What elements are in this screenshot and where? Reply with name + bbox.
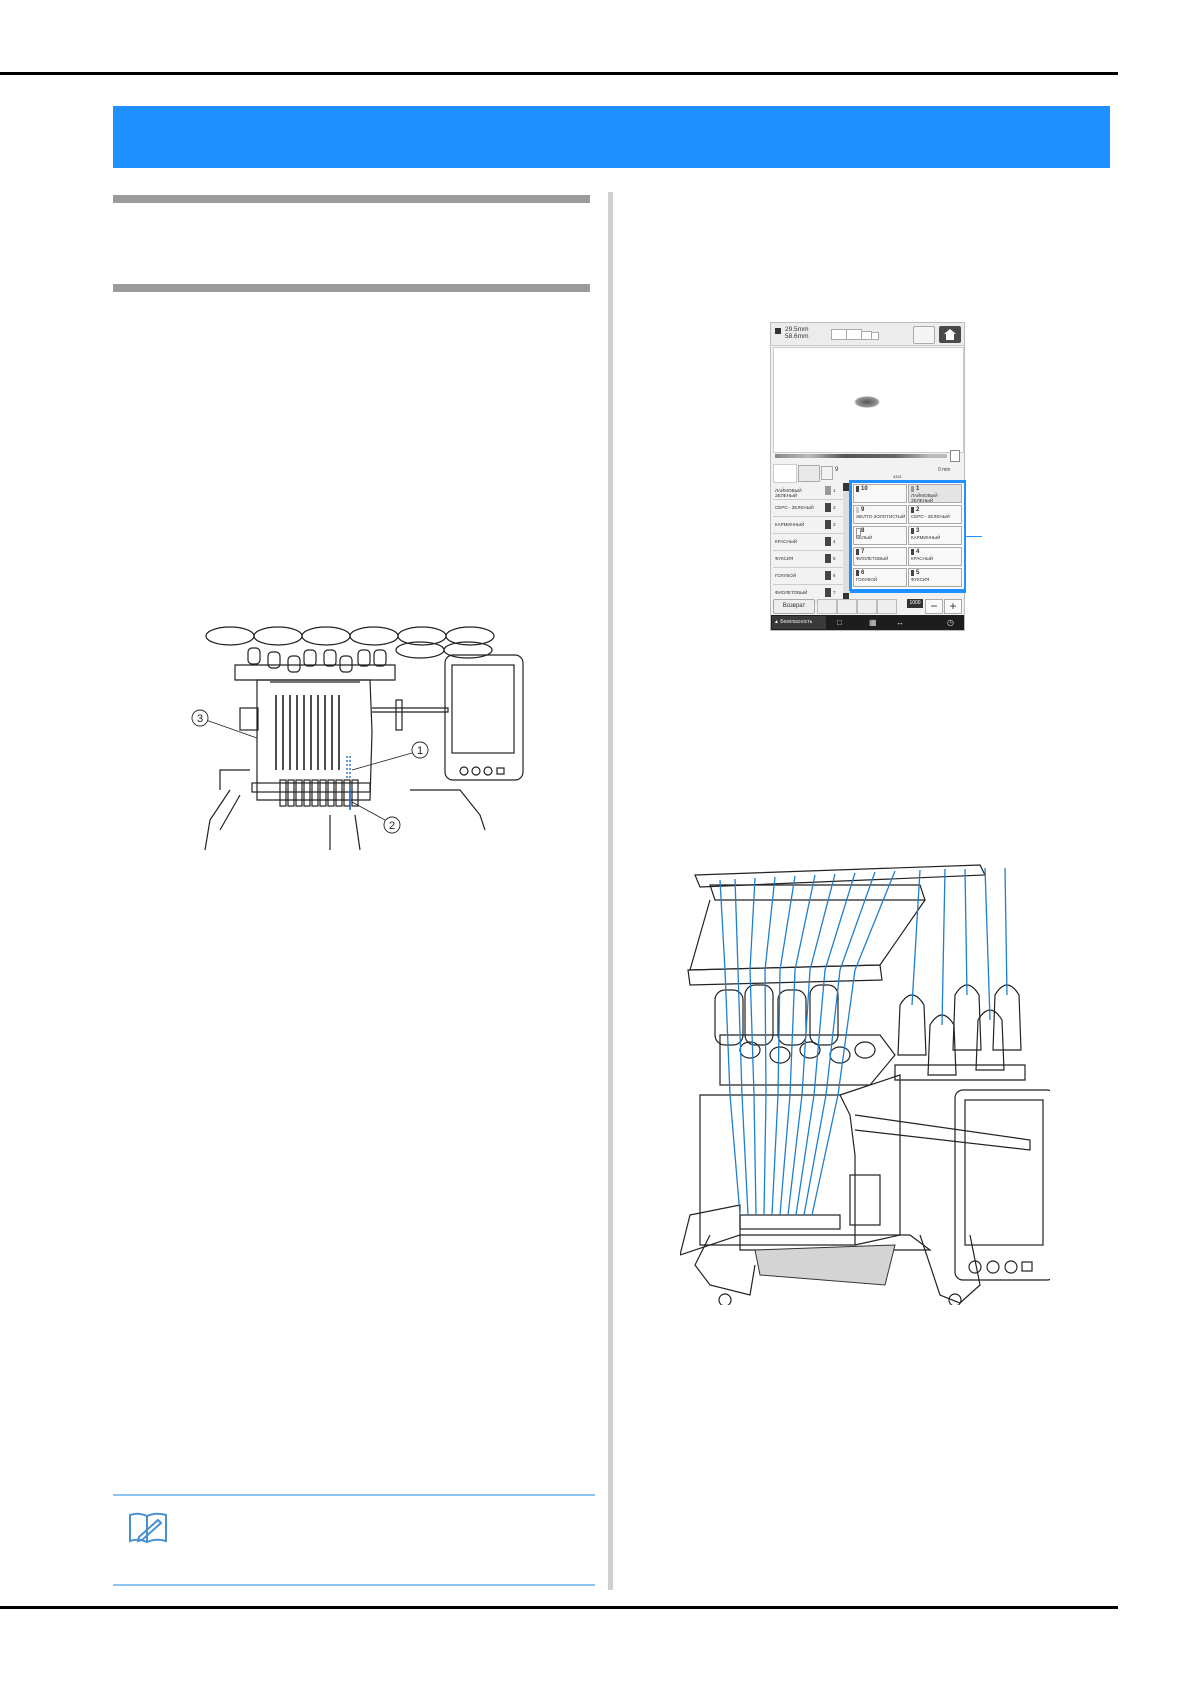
zoom-100-button[interactable] (831, 329, 847, 340)
stitch-total: 4321 (893, 474, 902, 479)
clock-icon[interactable]: ◷ (947, 618, 954, 627)
page-title-bar (113, 106, 1110, 168)
section-header-top-bar (113, 195, 590, 203)
color-count: 9 (835, 467, 839, 473)
speed-display: 1000 (907, 599, 923, 608)
top-rule (0, 72, 1118, 75)
callout-3: 3 (197, 713, 203, 725)
frame-icon[interactable]: ▦ (869, 618, 877, 627)
thread-change-icon (821, 466, 833, 480)
thread-swatch (825, 571, 831, 580)
needle-cell[interactable]: 10 (853, 484, 907, 503)
document-icon[interactable]: □ (837, 618, 842, 627)
home-icon (944, 329, 956, 340)
home-button[interactable] (939, 326, 961, 343)
embroidery-machine-front-illustration: 1 2 3 (191, 626, 524, 850)
memo-text (180, 1505, 590, 1580)
callout-leader-line (966, 536, 982, 537)
color-sort-button[interactable] (798, 465, 820, 482)
color-list-scrollbar[interactable] (843, 483, 849, 601)
frame-move-button[interactable] (837, 599, 857, 614)
memo-bottom-border (113, 1584, 595, 1586)
scroll-down-button[interactable] (843, 593, 849, 601)
back-button[interactable]: Возврат (773, 599, 815, 614)
speed-plus-button[interactable]: + (944, 599, 962, 614)
speed-minus-button[interactable]: − (925, 599, 943, 614)
callout-2: 2 (389, 820, 395, 832)
callout-1: 1 (417, 745, 423, 757)
operation-panel-screen: 29.5mm 58.6mm 9 4321 0 min ЛАЙМОВЫЙ ЗЕЛЕ… (770, 322, 966, 631)
zoom-800-button[interactable] (871, 332, 879, 340)
zoom-buttons (831, 329, 893, 340)
warning-icon: ▲ (774, 619, 779, 625)
thread-swatch (825, 537, 831, 546)
presser-foot-button[interactable] (817, 599, 837, 614)
thread-swatch (825, 554, 831, 563)
thread-swatch (825, 486, 831, 495)
zoom-200-button[interactable] (846, 329, 862, 340)
memo-top-border (113, 1494, 595, 1496)
pattern-thumbnail (854, 396, 880, 408)
pattern-preview (773, 347, 964, 453)
memo-book-pencil-icon (128, 1511, 168, 1545)
panel-footer: ▲ Безопасность □ ▦ ↔ ◷ (771, 615, 964, 630)
preview-button[interactable] (913, 326, 935, 344)
embroidery-machine-threaded-illustration (680, 864, 1050, 1305)
section-header (113, 205, 590, 285)
pattern-size-icon (775, 328, 781, 334)
pattern-dimensions: 29.5mm 58.6mm (785, 326, 809, 340)
section-header-bottom-bar (113, 284, 590, 292)
scroll-up-button[interactable] (843, 483, 849, 491)
progress-detail-icon[interactable] (950, 450, 960, 462)
panel-header: 29.5mm 58.6mm (771, 323, 964, 346)
progress-bar (775, 454, 947, 458)
figure-machine-threaded (680, 855, 1050, 1305)
thread-swatch (825, 503, 831, 512)
bottom-rule (0, 1606, 1118, 1609)
time-remaining: 0 min (938, 467, 951, 473)
stitch-status-row: 9 4321 0 min (773, 464, 962, 483)
needle-grid-highlight (849, 480, 966, 591)
trace-button[interactable] (857, 599, 877, 614)
stitch-step-button[interactable] (877, 599, 897, 614)
thread-swatch (825, 520, 831, 529)
column-divider (608, 192, 613, 1590)
safety-warning-button[interactable]: ▲ Безопасность (772, 616, 826, 629)
figure-machine-front: 1 2 3 (180, 620, 550, 850)
bobbin-position-icon[interactable]: ↔ (896, 618, 904, 627)
thread-swatch (825, 588, 831, 597)
panel-toolbar: Возврат 1000 − + (773, 599, 962, 614)
pattern-mini-icon (773, 464, 797, 483)
